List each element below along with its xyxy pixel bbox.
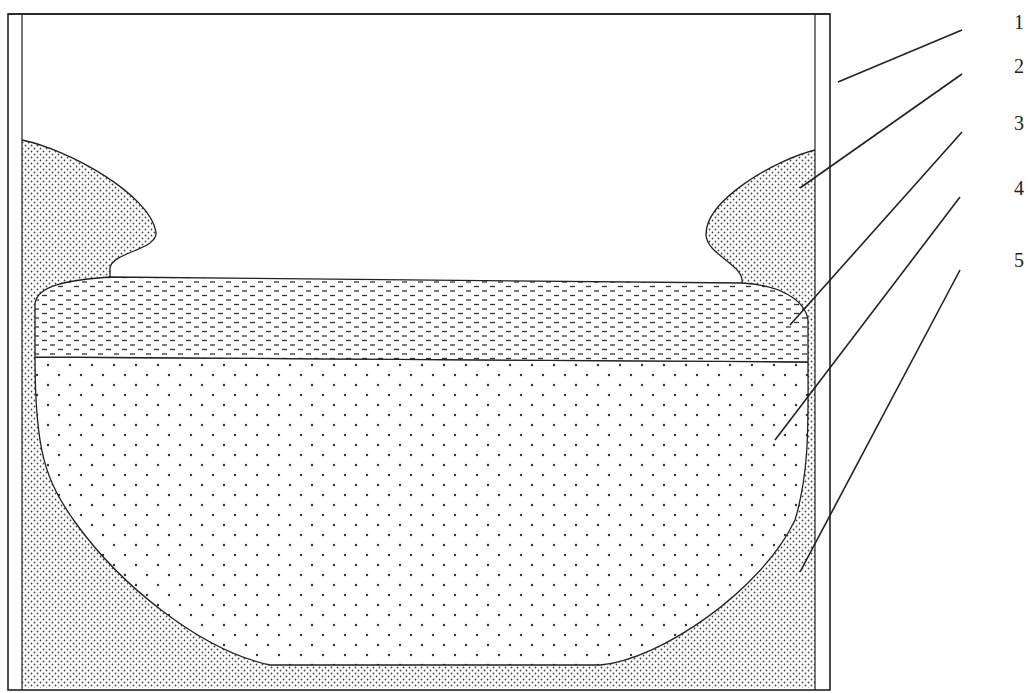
callout-number: 1 xyxy=(1014,12,1024,32)
callout-number: 2 xyxy=(1014,56,1024,76)
vessel-wall xyxy=(814,14,815,690)
upper-side-outline xyxy=(22,140,156,277)
vessel-wall xyxy=(8,14,830,690)
central-mass xyxy=(35,357,808,665)
leader-line xyxy=(775,197,960,440)
callout-number: 3 xyxy=(1014,113,1024,133)
upper-side-outline xyxy=(706,150,815,283)
callout-number: 4 xyxy=(1014,178,1024,198)
callout-number: 5 xyxy=(1014,250,1024,270)
leader-line xyxy=(800,74,962,188)
dashed-band xyxy=(35,277,808,362)
vessel-interior xyxy=(8,13,830,690)
bottom-layer xyxy=(22,350,815,688)
leader-line xyxy=(800,270,960,572)
leader-line xyxy=(838,30,962,82)
vessel-wall xyxy=(21,14,22,690)
